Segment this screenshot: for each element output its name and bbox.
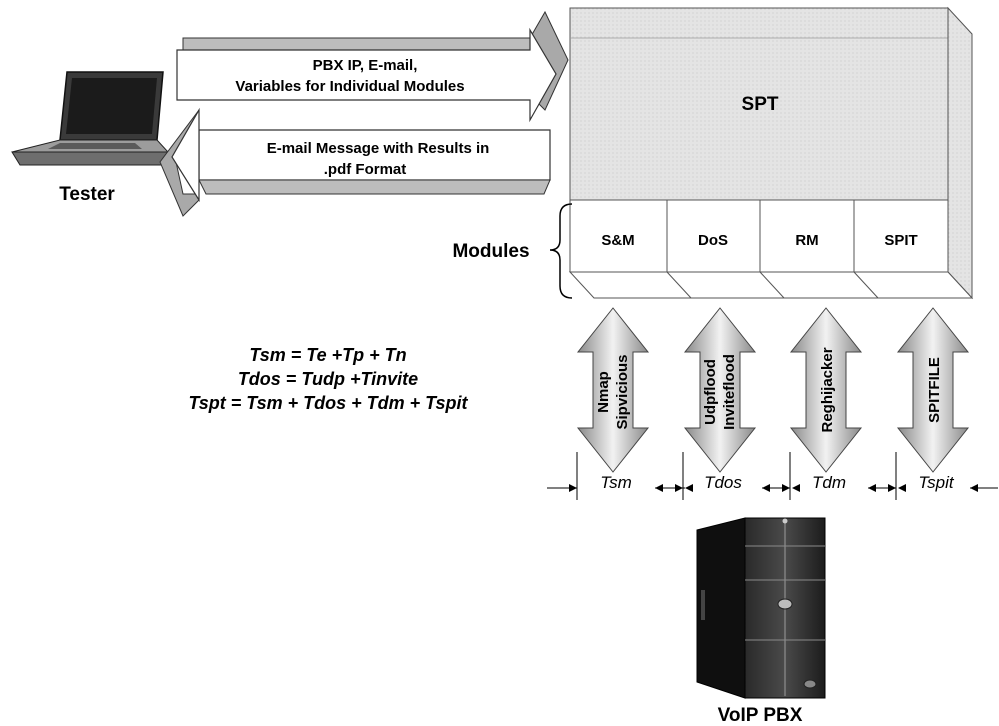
request-arrow-line2: Variables for Individual Modules	[235, 78, 464, 95]
spt-box	[569, 6, 973, 300]
modules-brace	[549, 203, 573, 299]
tool-arrow-3	[789, 307, 863, 473]
response-arrow-line2: .pdf Format	[324, 161, 407, 178]
response-arrow-line1: E-mail Message with Results in	[267, 140, 490, 157]
timing-dimensions	[547, 452, 998, 500]
request-arrow	[176, 10, 569, 123]
pbx-label: VoIP PBX	[718, 705, 803, 726]
server-icon	[696, 517, 826, 699]
response-arrow	[159, 107, 551, 217]
module-dos: DoS	[698, 232, 728, 249]
time-tsm: Tsm	[600, 473, 632, 492]
time-tdos: Tdos	[704, 473, 742, 492]
formula-tdos: Tdos = Tudp +Tinvite	[238, 369, 418, 389]
formula-tsm: Tsm = Te +Tp + Tn	[249, 345, 406, 365]
tool-arrow-4	[896, 307, 970, 473]
time-tspit: Tspit	[918, 473, 955, 492]
tool-arrow-1	[576, 307, 650, 473]
request-arrow-line1: PBX IP, E-mail,	[313, 57, 418, 74]
formulas: Tsm = Te +Tp + Tn Tdos = Tudp +Tinvite T…	[188, 345, 468, 413]
modules-label: Modules	[452, 241, 529, 262]
tool-2-line2: Inviteflood	[721, 354, 738, 430]
module-spit: SPIT	[884, 232, 917, 249]
formula-tspt: Tspt = Tsm + Tdos + Tdm + Tspit	[188, 393, 468, 413]
tool-1-line1: Nmap	[595, 371, 612, 413]
time-tdm: Tdm	[812, 473, 846, 492]
tool-4-line1: SPITFILE	[926, 357, 943, 423]
spt-label: SPT	[742, 94, 779, 115]
tool-arrow-2	[683, 307, 757, 473]
laptop-icon	[11, 71, 170, 166]
module-rm: RM	[795, 232, 818, 249]
module-sm: S&M	[601, 232, 634, 249]
tester-label: Tester	[59, 184, 115, 205]
tool-2-line1: Udpflood	[702, 359, 719, 425]
tool-3-line1: Reghijacker	[819, 347, 836, 432]
modules-row	[568, 199, 974, 299]
tool-1-line2: Sipvicious	[614, 354, 631, 429]
